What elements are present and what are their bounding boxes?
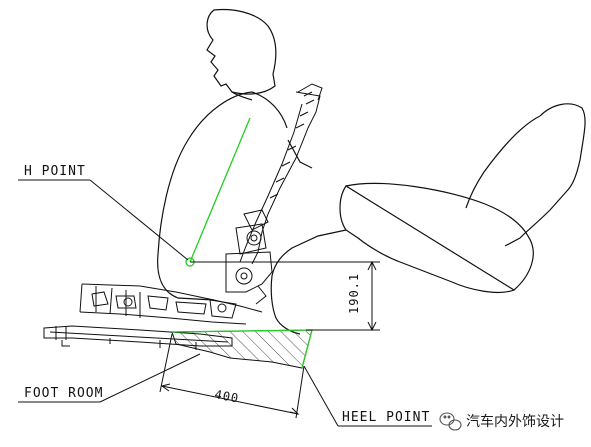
horizontal-dimension-line bbox=[161, 385, 299, 415]
seatback-frame bbox=[251, 91, 321, 265]
occupant-lower-leg bbox=[270, 275, 301, 335]
occupant-neck bbox=[231, 91, 253, 101]
vertical-dimension bbox=[306, 260, 380, 332]
wechat-icon bbox=[439, 412, 462, 431]
occupant-thigh-top bbox=[345, 182, 534, 291]
occupant-calf bbox=[465, 115, 541, 209]
h-point-leader-diag bbox=[89, 179, 189, 261]
occupant-foot bbox=[504, 103, 586, 247]
h-point-label: H POINT bbox=[24, 164, 86, 179]
occupant-head bbox=[206, 8, 277, 95]
occupant-arm bbox=[287, 139, 313, 169]
horizontal-dimension-value: 400 bbox=[213, 387, 240, 405]
torso-line bbox=[189, 117, 251, 263]
heel-point-label: HEEL POINT bbox=[342, 410, 430, 425]
h-point-callout: H POINT bbox=[18, 164, 189, 261]
occupant-back bbox=[251, 91, 288, 129]
seatback-frame-inner bbox=[239, 103, 303, 263]
occupant-outline bbox=[157, 8, 586, 335]
seat-rail-upper bbox=[81, 283, 263, 313]
seat-structure bbox=[43, 83, 323, 350]
seat-rail-lower bbox=[79, 311, 247, 325]
foot-room-label: FOOT ROOM bbox=[24, 386, 103, 401]
foot-room-leader-diag bbox=[99, 353, 201, 403]
occupant-torso bbox=[157, 91, 253, 301]
occupant-shin-upper bbox=[271, 229, 347, 277]
occupant-knee bbox=[339, 185, 516, 293]
heel-point-callout: HEEL POINT bbox=[303, 365, 432, 427]
horizontal-dimension bbox=[159, 333, 305, 419]
watermark: 汽车内外饰设计 bbox=[439, 412, 564, 431]
heel-point-leader bbox=[303, 365, 339, 427]
foot-room-callout: FOOT ROOM bbox=[18, 353, 201, 403]
watermark-text: 汽车内外饰设计 bbox=[466, 413, 564, 430]
foot-room-area bbox=[171, 329, 313, 369]
vertical-dimension-value: 190.1 bbox=[347, 273, 361, 314]
